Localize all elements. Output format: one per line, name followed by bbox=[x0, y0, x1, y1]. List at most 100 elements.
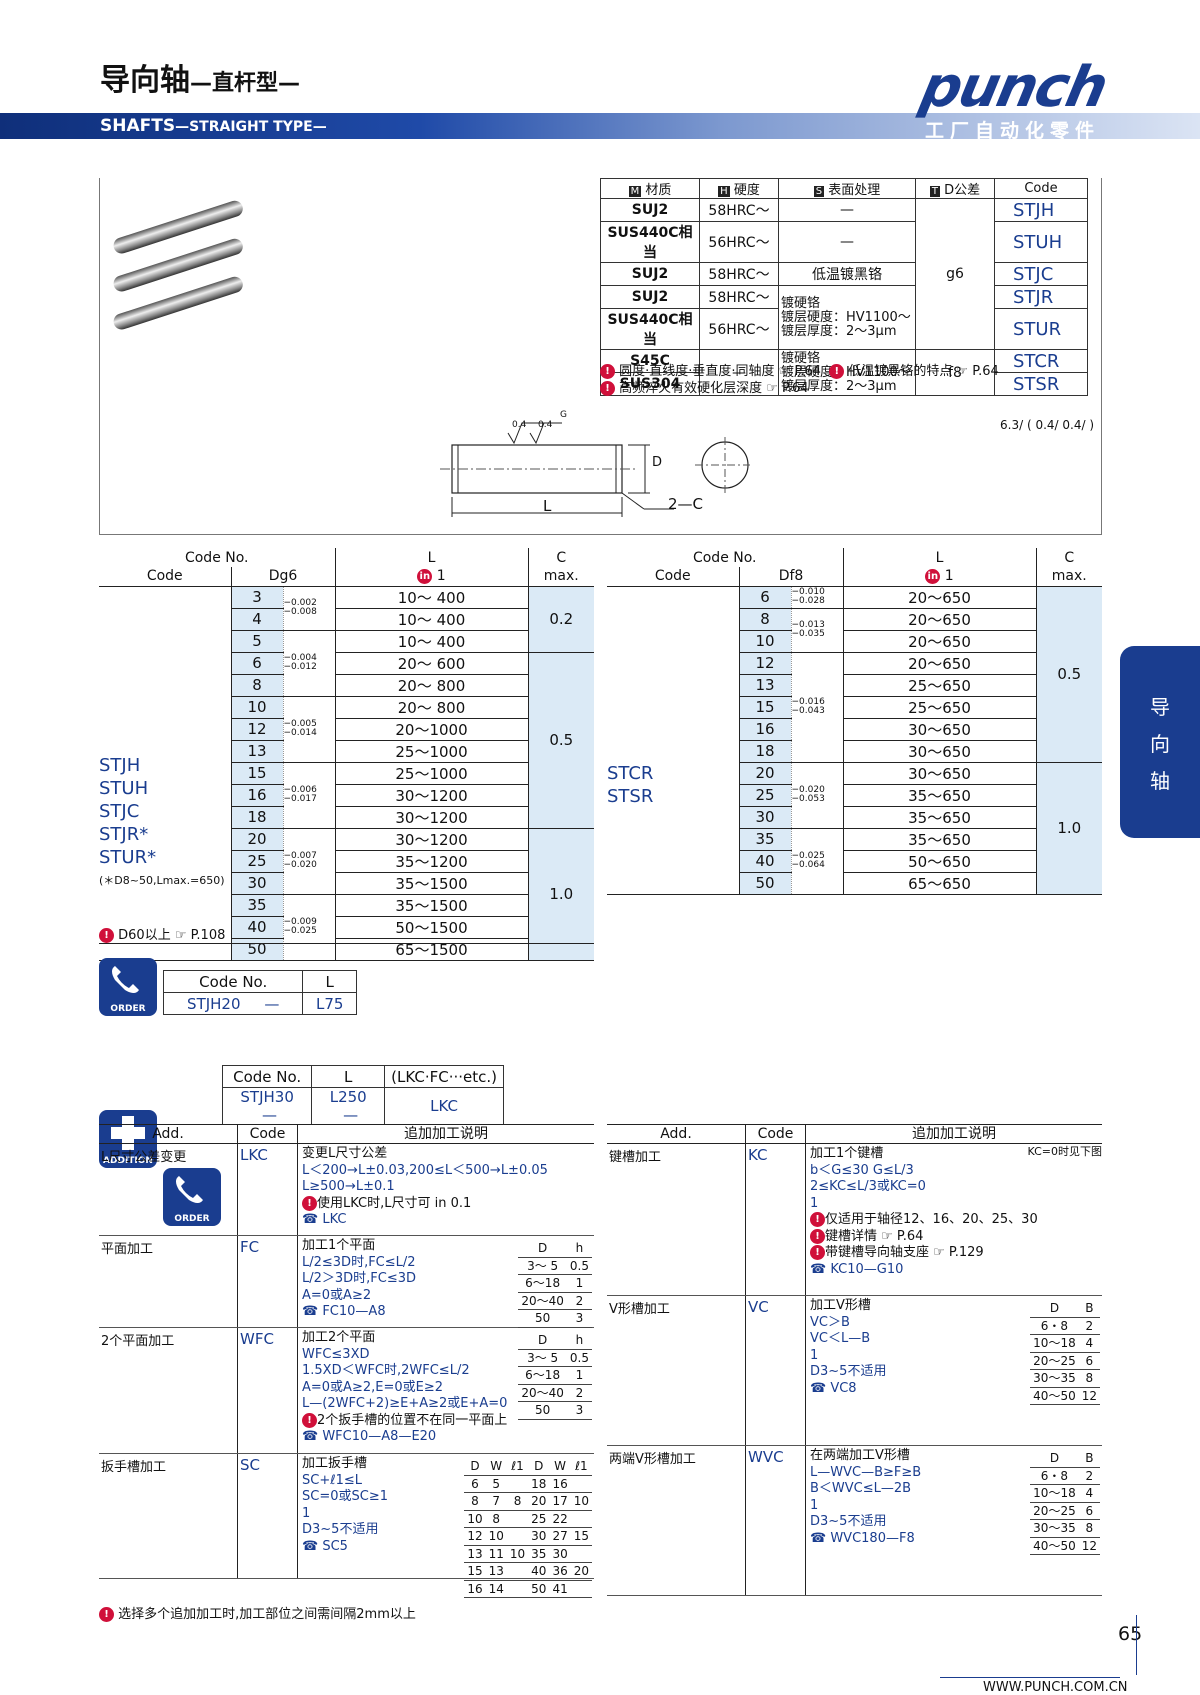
note-link[interactable]: 圆度·直线度·垂直度·同轴度 ☞ P.64 bbox=[619, 364, 821, 379]
length-cell[interactable]: 25～1000 bbox=[334, 762, 528, 785]
note-link[interactable]: 高频淬火有效硬化层深度 ☞ P.64 bbox=[619, 381, 809, 396]
mini-cell: 1 bbox=[566, 1366, 592, 1385]
length-cell[interactable]: 20～650 bbox=[842, 630, 1036, 653]
header-surface: S 表面处理 bbox=[778, 178, 916, 199]
mini-cell: 2 bbox=[566, 1384, 592, 1402]
code-item[interactable]: STCR bbox=[607, 763, 654, 784]
length-cell[interactable]: 35～1500 bbox=[334, 894, 528, 917]
header-desc: 追加加工说明 bbox=[404, 1126, 488, 1142]
length-cell[interactable]: 35～650 bbox=[842, 784, 1036, 807]
code-item[interactable]: STJH bbox=[99, 755, 141, 776]
mini-cell: 30～35 bbox=[1030, 1519, 1079, 1538]
note-link[interactable]: D60以上 ☞ P.108 bbox=[118, 928, 226, 943]
add-code[interactable]: VC bbox=[746, 1296, 806, 1445]
code-item[interactable]: STUR* bbox=[99, 847, 157, 868]
code-item[interactable]: STJC bbox=[99, 801, 140, 822]
length-cell[interactable]: 10～ 400 bbox=[334, 630, 528, 653]
desc-line: 在两端加工V形槽 bbox=[810, 1448, 910, 1463]
desc-line: D3~5不适用 bbox=[810, 1364, 887, 1379]
length-cell[interactable]: 20～650 bbox=[842, 608, 1036, 631]
order-icon: ORDER bbox=[99, 958, 157, 1016]
length-cell[interactable]: 35～650 bbox=[842, 806, 1036, 829]
note-link[interactable]: 低温镀黑铬的特点 ☞ P.64 bbox=[848, 364, 999, 379]
add-code[interactable]: WFC bbox=[238, 1328, 298, 1453]
code-item[interactable]: STSR bbox=[607, 786, 654, 807]
code-item[interactable]: STUH bbox=[99, 778, 149, 799]
header-L-unit: in 1 bbox=[334, 567, 528, 587]
length-cell[interactable]: 25～650 bbox=[842, 674, 1036, 697]
mini-header: D bbox=[518, 1240, 567, 1258]
length-cell[interactable]: 25～650 bbox=[842, 696, 1036, 719]
mini-header: D bbox=[1030, 1300, 1079, 1318]
hardness-cell: 58HRC～ bbox=[699, 262, 779, 286]
info-icon: ! bbox=[810, 1245, 825, 1260]
length-cell[interactable]: 30～1200 bbox=[334, 784, 528, 807]
code-cell[interactable]: STUR bbox=[994, 308, 1088, 350]
length-cell[interactable]: 10～ 400 bbox=[334, 586, 528, 609]
code-item[interactable]: STJR* bbox=[99, 824, 149, 845]
length-cell[interactable]: 30～650 bbox=[842, 718, 1036, 741]
length-cell[interactable]: 25～1000 bbox=[334, 740, 528, 763]
desc-line: L＜200→L±0.03,200≤L＜500→L±0.05 bbox=[302, 1162, 548, 1178]
code-cell[interactable]: STCR bbox=[994, 349, 1088, 373]
add-code[interactable]: FC bbox=[238, 1236, 298, 1327]
length-cell[interactable]: 20～1000 bbox=[334, 718, 528, 741]
roughness-legend: 6.3/ ( 0.4/ 0.4/ ) bbox=[1000, 418, 1095, 432]
dia-cell: 6 bbox=[231, 652, 283, 675]
length-cell[interactable]: 20～ 800 bbox=[334, 674, 528, 697]
hardness-cell: — bbox=[699, 349, 779, 396]
header-code: Code bbox=[746, 1125, 806, 1143]
length-cell[interactable]: 65～650 bbox=[842, 872, 1036, 895]
length-cell[interactable]: 30～1200 bbox=[334, 806, 528, 829]
dia-cell: 40 bbox=[739, 850, 791, 873]
code-cell[interactable]: STJC bbox=[994, 262, 1088, 286]
mini-cell: 20～40 bbox=[518, 1384, 567, 1402]
addition-icon: ADDITION bbox=[99, 1110, 157, 1168]
phone-icon: ☎ bbox=[302, 1429, 323, 1444]
header-C: C bbox=[1035, 548, 1102, 567]
code-cell[interactable]: STUH bbox=[994, 221, 1088, 263]
length-cell[interactable]: 10～ 400 bbox=[334, 608, 528, 631]
add-code[interactable]: KC bbox=[746, 1144, 806, 1295]
length-cell[interactable]: 20～650 bbox=[842, 586, 1036, 609]
header-codeno: Code No. bbox=[184, 549, 249, 566]
mini-cell: 12 bbox=[464, 1527, 486, 1546]
code-cell[interactable]: STJR bbox=[994, 285, 1088, 309]
header-L: L bbox=[334, 548, 528, 567]
length-cell[interactable]: 35～1200 bbox=[334, 850, 528, 873]
add-code[interactable]: WVC bbox=[746, 1446, 806, 1595]
add-code[interactable]: LKC bbox=[238, 1144, 298, 1235]
length-cell[interactable]: 35～650 bbox=[842, 828, 1036, 851]
add-name: 2个平面加工 bbox=[99, 1328, 238, 1453]
side-tab[interactable]: 导向轴 bbox=[1120, 646, 1200, 838]
length-cell[interactable]: 20～ 800 bbox=[334, 696, 528, 719]
code-cell[interactable]: STJH bbox=[994, 198, 1088, 222]
mini-cell: 10 bbox=[506, 1545, 529, 1563]
website-url[interactable]: WWW.PUNCH.COM.CN bbox=[983, 1680, 1128, 1695]
length-cell[interactable]: 30～650 bbox=[842, 740, 1036, 763]
header-add: Add. bbox=[607, 1125, 746, 1143]
add-code[interactable]: SC bbox=[238, 1454, 298, 1578]
mini-cell: 2 bbox=[1078, 1467, 1100, 1485]
mini-cell: 6 bbox=[1078, 1352, 1100, 1370]
length-cell[interactable]: 20～650 bbox=[842, 652, 1036, 675]
tolerance-cell: −0.025−0.064 bbox=[790, 828, 843, 895]
mini-cell: 8 bbox=[506, 1492, 529, 1511]
desc-line: 加工2个平面 bbox=[302, 1330, 376, 1345]
header-dg6: Dg6 bbox=[230, 567, 335, 587]
header-add: Add. bbox=[99, 1125, 238, 1143]
length-cell[interactable]: 50～650 bbox=[842, 850, 1036, 873]
length-cell[interactable]: 50～1500 bbox=[334, 916, 528, 939]
length-cell[interactable]: 20～ 600 bbox=[334, 652, 528, 675]
add-L: L250 — bbox=[311, 1087, 386, 1125]
code-cell[interactable]: STSR bbox=[994, 372, 1088, 396]
length-cell[interactable]: 30～1200 bbox=[334, 828, 528, 851]
length-cell[interactable]: 30～650 bbox=[842, 762, 1036, 785]
mini-cell: 30 bbox=[528, 1527, 550, 1546]
length-cell[interactable]: 35～1500 bbox=[334, 872, 528, 895]
mini-cell: 2 bbox=[1078, 1317, 1100, 1335]
